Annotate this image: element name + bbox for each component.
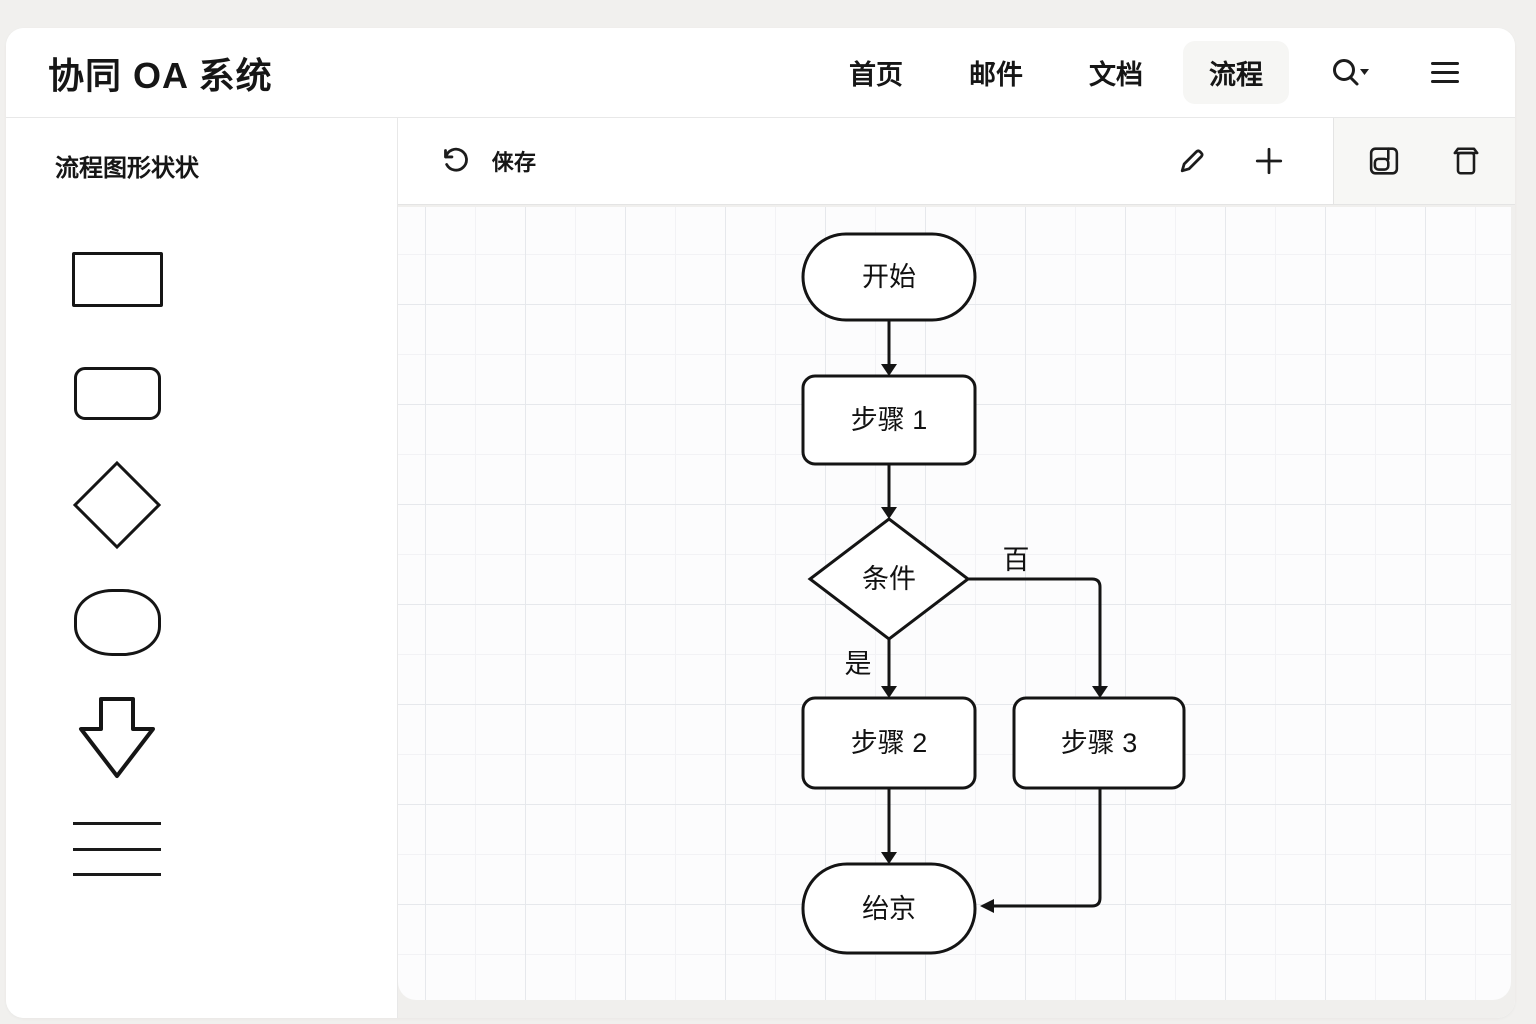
node-end-label: 绐京 — [862, 894, 916, 924]
main-nav: 首页 邮件 文档 流程 — [823, 41, 1469, 104]
add-plus-icon[interactable] — [1245, 137, 1293, 185]
flowchart-svg: 是 百 开始 步骤 1 条件 步骤 2 步骤 3 — [801, 232, 1186, 955]
node-end-shape[interactable] — [801, 862, 977, 955]
nav-item-docs[interactable]: 文档 — [1089, 60, 1143, 90]
node-step2-shape[interactable] — [801, 696, 977, 790]
node-start-shape[interactable] — [801, 232, 977, 322]
arrowhead-step2-end — [881, 852, 897, 864]
canvas-wrap: 是 百 开始 步骤 1 条件 步骤 2 步骤 3 — [398, 205, 1515, 1018]
toolbar-left: 俫存 — [398, 118, 1333, 204]
node-start-label: 开始 — [862, 262, 916, 292]
palette-arrow-down-shape[interactable] — [78, 696, 156, 780]
palette-rectangle-shape[interactable] — [72, 252, 163, 307]
shape-palette-sidebar: 流程图形状状 — [6, 118, 398, 1018]
nav-item-mail[interactable]: 邮件 — [969, 60, 1023, 90]
trash-icon[interactable] — [1443, 137, 1489, 185]
node-step3-label: 步骤 3 — [1061, 728, 1138, 758]
flowchart-canvas[interactable]: 是 百 开始 步骤 1 条件 步骤 2 步骤 3 — [398, 207, 1511, 1000]
edit-pencil-icon[interactable] — [1169, 138, 1215, 184]
menu-hamburger-icon[interactable] — [1421, 47, 1469, 99]
node-condition-shape[interactable] — [807, 517, 971, 641]
node-step2-label: 步骤 2 — [851, 728, 928, 758]
editor-content: 俫存 — [398, 118, 1515, 1018]
arrowhead-step1-condition — [881, 507, 897, 519]
palette-lines-shape[interactable] — [73, 822, 161, 876]
header: 协同 OA 系统 首页 邮件 文档 流程 — [6, 28, 1515, 118]
editor-toolbar: 俫存 — [398, 118, 1515, 205]
edge-label-no: 百 — [1003, 545, 1030, 575]
app-title: 协同 OA 系统 — [48, 54, 273, 96]
arrowhead-condition-step2 — [881, 686, 897, 698]
nav-item-flow-active[interactable]: 流程 — [1183, 41, 1289, 104]
app-window: 协同 OA 系统 首页 邮件 文档 流程 流程图形状状 — [6, 28, 1515, 1018]
edge-step3-end — [994, 788, 1102, 908]
toolbar-right-panel — [1333, 118, 1515, 204]
node-step3-shape[interactable] — [1012, 696, 1186, 790]
palette-diamond-shape[interactable] — [72, 460, 162, 550]
arrowhead-condition-step3 — [1092, 686, 1108, 698]
edge-condition-step3 — [968, 577, 1102, 687]
sidebar-title: 流程图形状状 — [55, 155, 199, 182]
palette-ellipse-shape[interactable] — [74, 589, 161, 656]
search-icon[interactable] — [1319, 46, 1381, 100]
node-step1-label: 步骤 1 — [851, 405, 928, 435]
node-condition-label: 条件 — [862, 564, 916, 594]
arrowhead-step3-end — [980, 899, 994, 913]
node-step1-shape[interactable] — [801, 374, 977, 466]
undo-icon[interactable] — [434, 139, 478, 183]
palette-rounded-rectangle-shape[interactable] — [74, 367, 161, 420]
nav-item-home[interactable]: 首页 — [849, 60, 903, 90]
main-area: 流程图形状状 — [6, 118, 1515, 1018]
arrowhead-start-step1 — [881, 364, 897, 376]
save-button[interactable]: 俫存 — [492, 150, 537, 175]
duplicate-panel-icon[interactable] — [1361, 138, 1407, 184]
edge-label-yes: 是 — [845, 649, 872, 679]
